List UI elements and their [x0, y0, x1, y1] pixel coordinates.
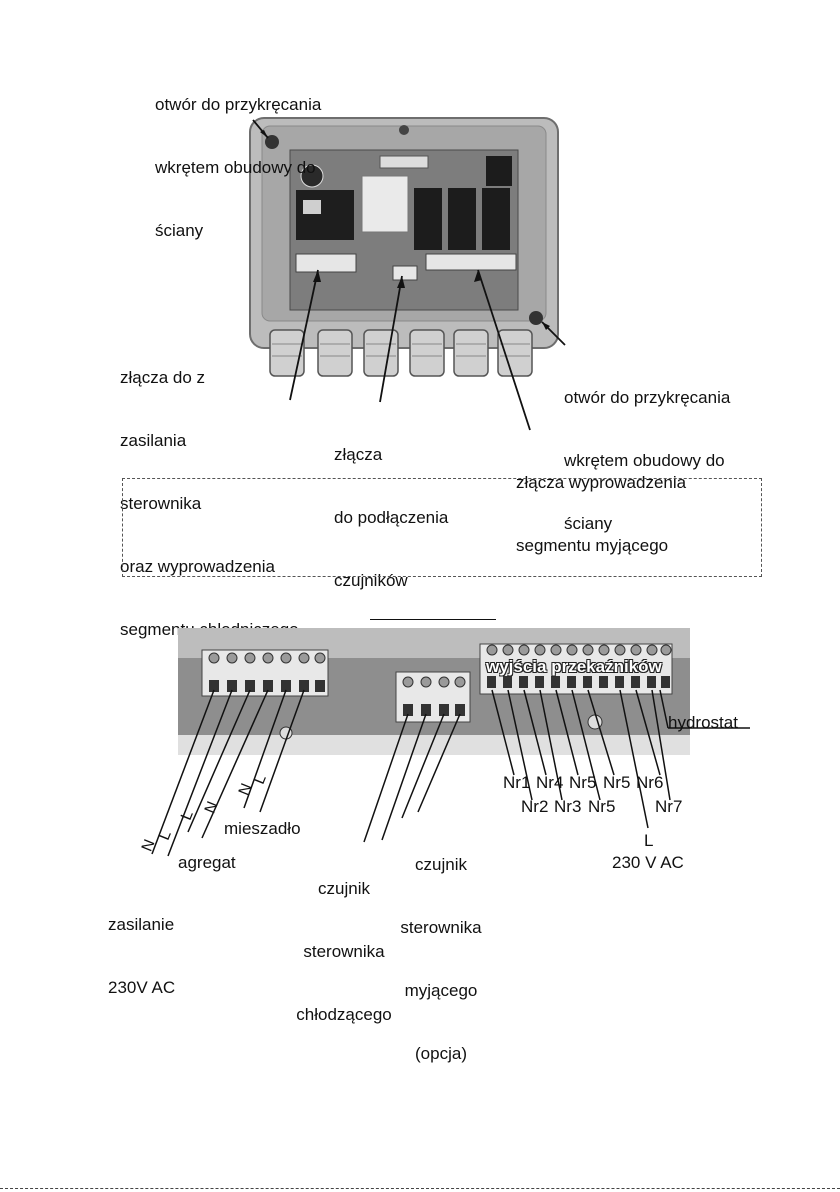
supply-label: zasilanie 230V AC: [108, 915, 176, 997]
hydrostat-label: hydrostat: [668, 713, 738, 732]
l-line-label: L: [644, 831, 654, 850]
washing-sensor-label: czujnik sterownika myjącego (opcja): [400, 855, 482, 1063]
relay-label-nr1: Nr1: [503, 773, 531, 792]
page-bottom-rule: [0, 1188, 840, 1189]
relay-label-nr6: Nr6: [636, 773, 664, 792]
relay-label-nr3: Nr3: [554, 797, 582, 816]
relay-outputs-heading: wyjścia przekaźników: [486, 657, 662, 676]
caption-box: [122, 478, 762, 577]
sensor-connectors-label: złącza do podłączenia czujników: [334, 445, 449, 590]
agregat-label: agregat: [178, 853, 236, 872]
relay-label-nr5b: Nr5: [588, 797, 616, 816]
relay-label-nr7: Nr7: [655, 797, 683, 816]
relay-label-nr2: Nr2: [521, 797, 549, 816]
mixer-label: mieszadło: [224, 819, 301, 838]
l-voltage-label: 230 V AC: [612, 853, 684, 872]
screw-hole-label-right: otwór do przykręcania wkrętem obudowy do…: [564, 388, 731, 533]
cooling-sensor-label: czujnik sterownika chłodzącego: [296, 879, 392, 1024]
relay-label-nr5c: Nr5: [603, 773, 631, 792]
relay-label-nr5a: Nr5: [569, 773, 597, 792]
section-underline: [370, 619, 496, 620]
relay-label-nr4: Nr4: [536, 773, 564, 792]
screw-hole-label-top: otwór do przykręcania wkrętem obudowy do…: [155, 95, 322, 240]
wash-segment-label: złącza wyprowadzenia segmentu myjącego: [516, 473, 687, 555]
